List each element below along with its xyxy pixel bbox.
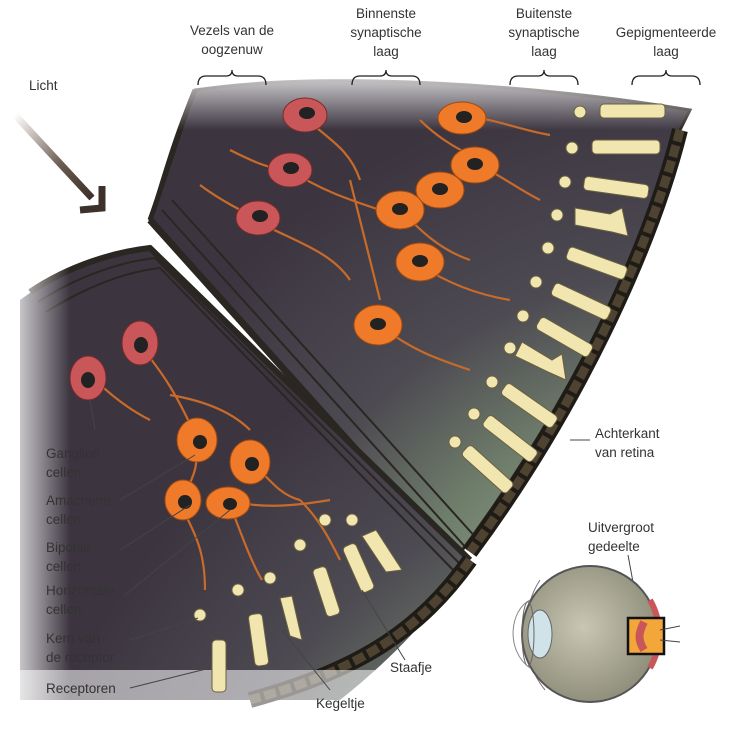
lower-bipolar-cells: [164, 417, 271, 521]
eye-inset: [512, 565, 681, 703]
upper-cells: [199, 113, 551, 372]
svg-text:laag: laag: [373, 44, 399, 59]
label-inner-synaptic: Binnenste synaptische laag: [350, 6, 421, 59]
upper-ganglion-cells: [235, 97, 328, 236]
label-back-of-retina: Achterkant van retina: [595, 426, 660, 460]
upper-receptors: [448, 103, 666, 494]
label-horizontal: Horizontale cellen: [46, 583, 114, 617]
label-fibers: Vezels van de oogzenuw: [190, 23, 274, 57]
svg-text:Bipolair: Bipolair: [46, 540, 92, 555]
light-arrow-icon: [12, 112, 106, 214]
svg-text:Buitenste: Buitenste: [516, 6, 572, 21]
svg-text:cellen: cellen: [46, 512, 81, 527]
lower-ganglion-cells: [69, 320, 159, 401]
label-enlarged: Uitvergroot gedeelte: [588, 520, 654, 554]
svg-text:gedeelte: gedeelte: [588, 539, 640, 554]
svg-text:laag: laag: [653, 44, 679, 59]
svg-text:Ganglion: Ganglion: [46, 446, 100, 461]
svg-text:cellen: cellen: [46, 559, 81, 574]
svg-text:Amacriene: Amacriene: [46, 493, 111, 508]
svg-text:laag: laag: [531, 44, 557, 59]
label-amacrine: Amacriene cellen: [46, 493, 111, 527]
label-ganglion: Ganglion cellen: [46, 446, 100, 480]
svg-text:oogzenuw: oogzenuw: [201, 42, 263, 57]
label-pigmented: Gepigmenteerde laag: [616, 25, 717, 59]
label-receptor-nucleus: Kern van de receptor: [46, 631, 115, 665]
label-receptors: Receptoren: [46, 681, 116, 696]
retina-section-upper: [147, 60, 700, 563]
svg-text:Binnenste: Binnenste: [356, 6, 416, 21]
layer-braces: [197, 69, 701, 86]
svg-text:Gepigmenteerde: Gepigmenteerde: [616, 25, 717, 40]
svg-text:Vezels van de: Vezels van de: [190, 23, 274, 38]
label-light: Licht: [29, 78, 58, 93]
label-rod: Staafje: [390, 660, 432, 675]
label-bipolar: Bipolair cellen: [46, 540, 92, 574]
svg-text:Horizontale: Horizontale: [46, 583, 114, 598]
svg-text:de receptor: de receptor: [46, 650, 115, 665]
svg-text:Kern van: Kern van: [46, 631, 100, 646]
svg-text:Achterkant: Achterkant: [595, 426, 660, 441]
svg-text:synaptische: synaptische: [508, 25, 579, 40]
label-cone: Kegeltje: [316, 696, 365, 711]
lower-cells-wiring: [89, 344, 341, 591]
svg-text:cellen: cellen: [46, 465, 81, 480]
svg-text:cellen: cellen: [46, 602, 81, 617]
upper-bipolar-cells: [353, 101, 500, 346]
svg-text:Uitvergroot: Uitvergroot: [588, 520, 654, 535]
svg-text:synaptische: synaptische: [350, 25, 421, 40]
svg-text:van retina: van retina: [595, 445, 655, 460]
label-outer-synaptic: Buitenste synaptische laag: [508, 6, 579, 59]
